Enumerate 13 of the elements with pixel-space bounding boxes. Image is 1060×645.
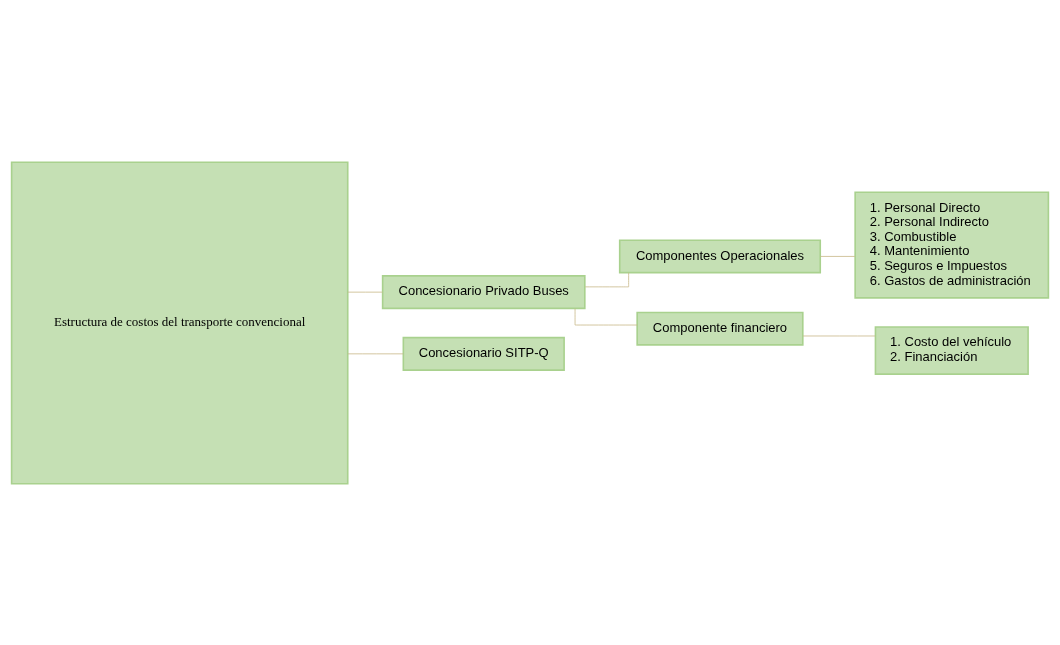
connector — [819, 255, 856, 257]
connector — [347, 352, 404, 354]
node-box: 1. Costo del vehículo 2. Financiación — [874, 325, 1029, 375]
node-box: Componentes Operacionales — [618, 238, 822, 273]
connector — [347, 291, 384, 293]
connector — [802, 335, 876, 336]
node-box: 1. Personal Directo 2. Personal Indirecto 3. Combustible 4. Mantenimiento 5. Seguros e Impuestos 6. Gastos de administración — [854, 191, 1050, 299]
node-box: Estructura de costos del transporte convencional — [10, 160, 349, 485]
node-box: Concesionario Privado Buses — [381, 274, 586, 309]
node-box: Concesionario SITP-Q — [402, 336, 565, 371]
connector — [584, 271, 630, 287]
connector — [574, 307, 638, 325]
node-box: Componente financiero — [636, 311, 804, 346]
